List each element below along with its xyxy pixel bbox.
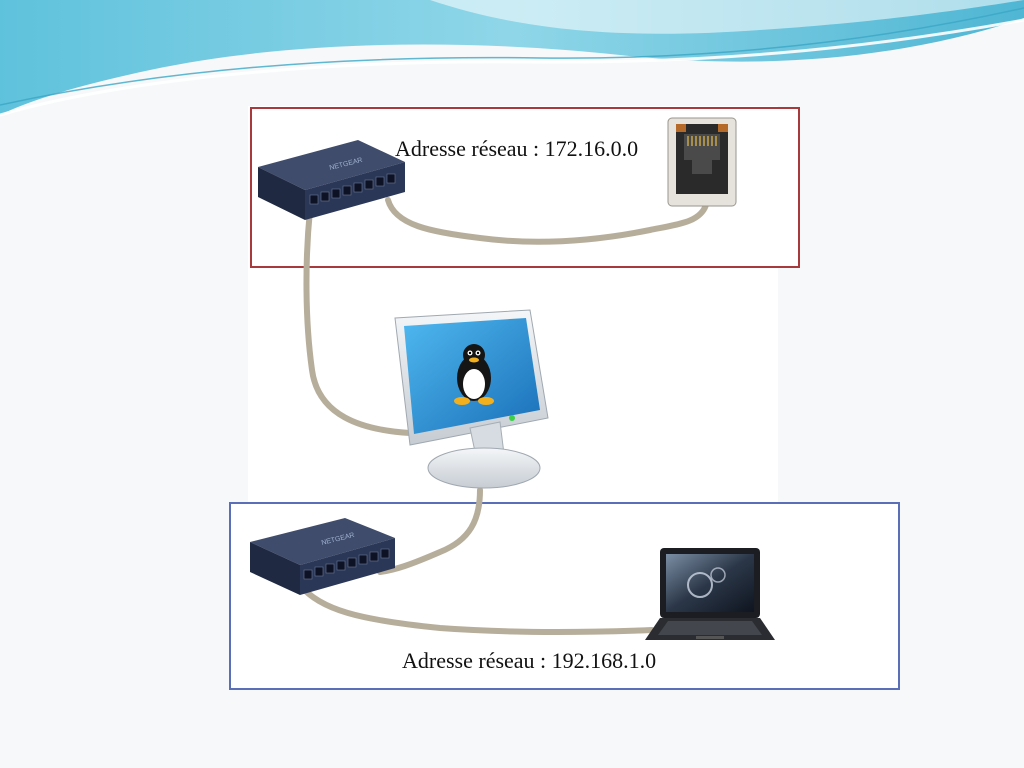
network-label-bottom: Adresse réseau : 192.168.1.0 — [402, 648, 657, 673]
cable-switch-to-wallport — [385, 197, 709, 245]
tux-penguin-icon — [454, 344, 494, 405]
cable-pc-to-switch-bottom — [377, 487, 483, 575]
cable-switch-to-pc — [303, 207, 413, 436]
network-label-top: Adresse réseau : 172.16.0.0 — [395, 136, 639, 161]
header-wave — [0, 0, 1024, 117]
cable-switch-to-laptop — [297, 582, 655, 635]
